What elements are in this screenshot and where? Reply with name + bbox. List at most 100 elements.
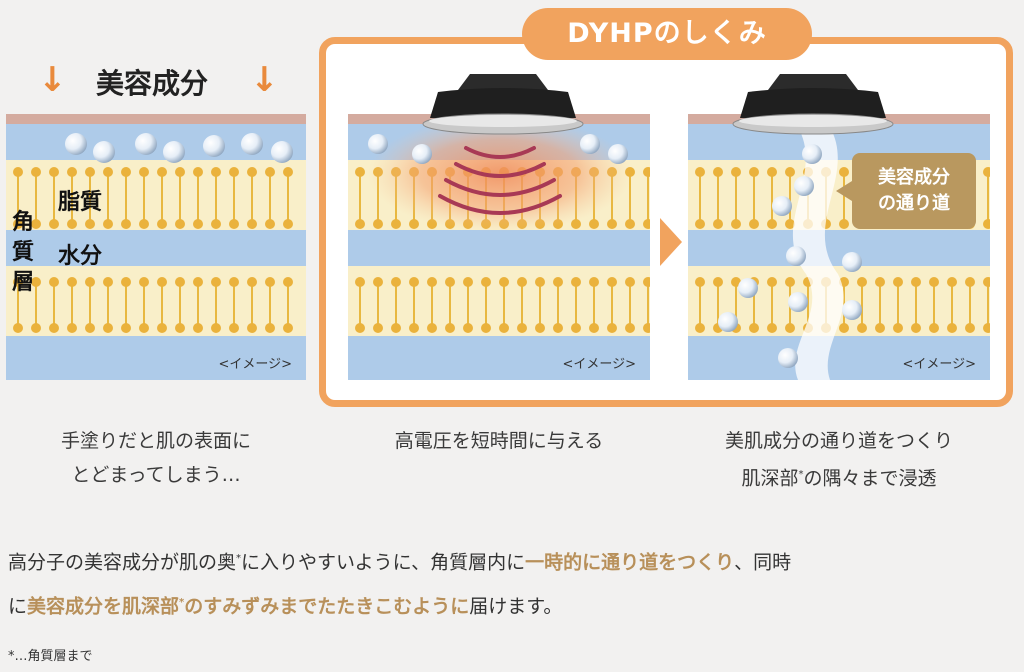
caption-middle-line1: 高電圧を短時間に与える xyxy=(394,430,604,452)
lipid-head xyxy=(445,277,455,287)
lipid-head xyxy=(589,219,599,229)
lipid-head xyxy=(785,167,795,177)
lipid-head xyxy=(229,219,239,229)
lipid-head xyxy=(589,323,599,333)
caption-left-line2: とどまってしまう… xyxy=(71,464,241,486)
lipid-head xyxy=(157,167,167,177)
lipid-head xyxy=(31,167,41,177)
image-label-middle: <イメージ> xyxy=(562,357,636,372)
lipid-head xyxy=(247,323,257,333)
lipid-head xyxy=(103,277,113,287)
down-arrow-left-icon: ↓ xyxy=(38,60,67,100)
lipid-head xyxy=(67,323,77,333)
lipid-head xyxy=(193,167,203,177)
lipid-head xyxy=(695,219,705,229)
lipid-head xyxy=(175,277,185,287)
lipid-head xyxy=(211,277,221,287)
lipid-head xyxy=(499,323,509,333)
description-line2: に美容成分を肌深部*のすみずみまでたたきこむように届けます。 xyxy=(8,595,563,618)
down-arrow-right-icon: ↓ xyxy=(250,60,279,100)
lipid-head xyxy=(193,323,203,333)
lipid-head xyxy=(965,323,975,333)
lipid-head xyxy=(857,323,867,333)
stratum-corneum-label: 角質層 xyxy=(12,210,35,295)
lipid-head xyxy=(785,219,795,229)
lipid-head xyxy=(749,219,759,229)
lipid-head xyxy=(373,277,383,287)
lipid-head xyxy=(445,323,455,333)
lipid-head xyxy=(49,277,59,287)
lipid-head xyxy=(749,167,759,177)
lipid-head xyxy=(427,323,437,333)
lipid-head xyxy=(695,167,705,177)
lipid-head xyxy=(911,323,921,333)
lipid-head xyxy=(121,167,131,177)
lipid-head xyxy=(607,277,617,287)
skin-diagram-left: <イメージ> xyxy=(6,114,306,380)
lipid-head xyxy=(355,167,365,177)
dyhp-title-badge: DYHPのしくみ xyxy=(522,8,812,60)
lipid-head xyxy=(643,277,650,287)
lipid-head xyxy=(103,219,113,229)
lipid-head xyxy=(139,219,149,229)
lipid-head xyxy=(265,323,275,333)
lipid-head xyxy=(911,277,921,287)
lipid-head xyxy=(607,219,617,229)
caption-right: 美肌成分の通り道をつくり 肌深部*の隅々まで浸透 xyxy=(680,424,998,495)
lipid-head xyxy=(767,167,777,177)
image-label-right: <イメージ> xyxy=(902,357,976,372)
lipid-head xyxy=(139,167,149,177)
highlight-ingredient-1: 美容成分を肌深部 xyxy=(27,595,180,618)
lipid-head xyxy=(947,323,957,333)
skin-diagram-middle: <イメージ> xyxy=(348,114,650,380)
lipid-head xyxy=(121,219,131,229)
lipid-head xyxy=(175,323,185,333)
lipid-head xyxy=(31,219,41,229)
device-head-middle-icon xyxy=(422,74,584,135)
lipid-head xyxy=(713,277,723,287)
lipid-head xyxy=(283,167,293,177)
lipid-head xyxy=(625,219,635,229)
lipid-head xyxy=(535,323,545,333)
lipid-head xyxy=(139,277,149,287)
lipid-head xyxy=(13,219,23,229)
lipid-head xyxy=(175,219,185,229)
caption-middle: 高電圧を短時間に与える xyxy=(348,424,650,458)
lipid-head xyxy=(121,277,131,287)
lipid-head xyxy=(211,219,221,229)
caption-right-line1: 美肌成分の通り道をつくり xyxy=(724,430,953,452)
lipid-head xyxy=(373,323,383,333)
lipid-head xyxy=(463,277,473,287)
lipid-head xyxy=(713,167,723,177)
lipid-head xyxy=(103,323,113,333)
lipid-head xyxy=(49,219,59,229)
lipid-head xyxy=(929,277,939,287)
lipid-head xyxy=(355,323,365,333)
lipid-head xyxy=(767,277,777,287)
highlight-pathway: 一時的に通り道をつくり xyxy=(525,551,735,574)
lipid-head xyxy=(767,219,777,229)
lipid-head xyxy=(571,323,581,333)
lipid-head xyxy=(157,323,167,333)
lipid-head xyxy=(31,277,41,287)
lipid-head xyxy=(427,277,437,287)
lipid-head xyxy=(643,219,650,229)
lipid-head xyxy=(121,323,131,333)
ingredient-bubbles-middle xyxy=(368,134,628,164)
lipid-head xyxy=(749,323,759,333)
caption-left-line1: 手塗りだと肌の表面に xyxy=(60,430,251,452)
water-label: 水分 xyxy=(58,244,103,269)
lipid-head xyxy=(983,323,990,333)
lipid-head xyxy=(85,323,95,333)
lipid-head xyxy=(785,323,795,333)
lipid-head xyxy=(247,277,257,287)
lipid-head xyxy=(839,323,849,333)
lipid-head xyxy=(767,323,777,333)
lipid-head xyxy=(355,277,365,287)
lipid-head xyxy=(643,323,650,333)
lipid-head xyxy=(713,219,723,229)
lipid-head xyxy=(247,167,257,177)
lipid-head xyxy=(983,277,990,287)
lipid-head xyxy=(695,323,705,333)
lipid-head xyxy=(157,219,167,229)
